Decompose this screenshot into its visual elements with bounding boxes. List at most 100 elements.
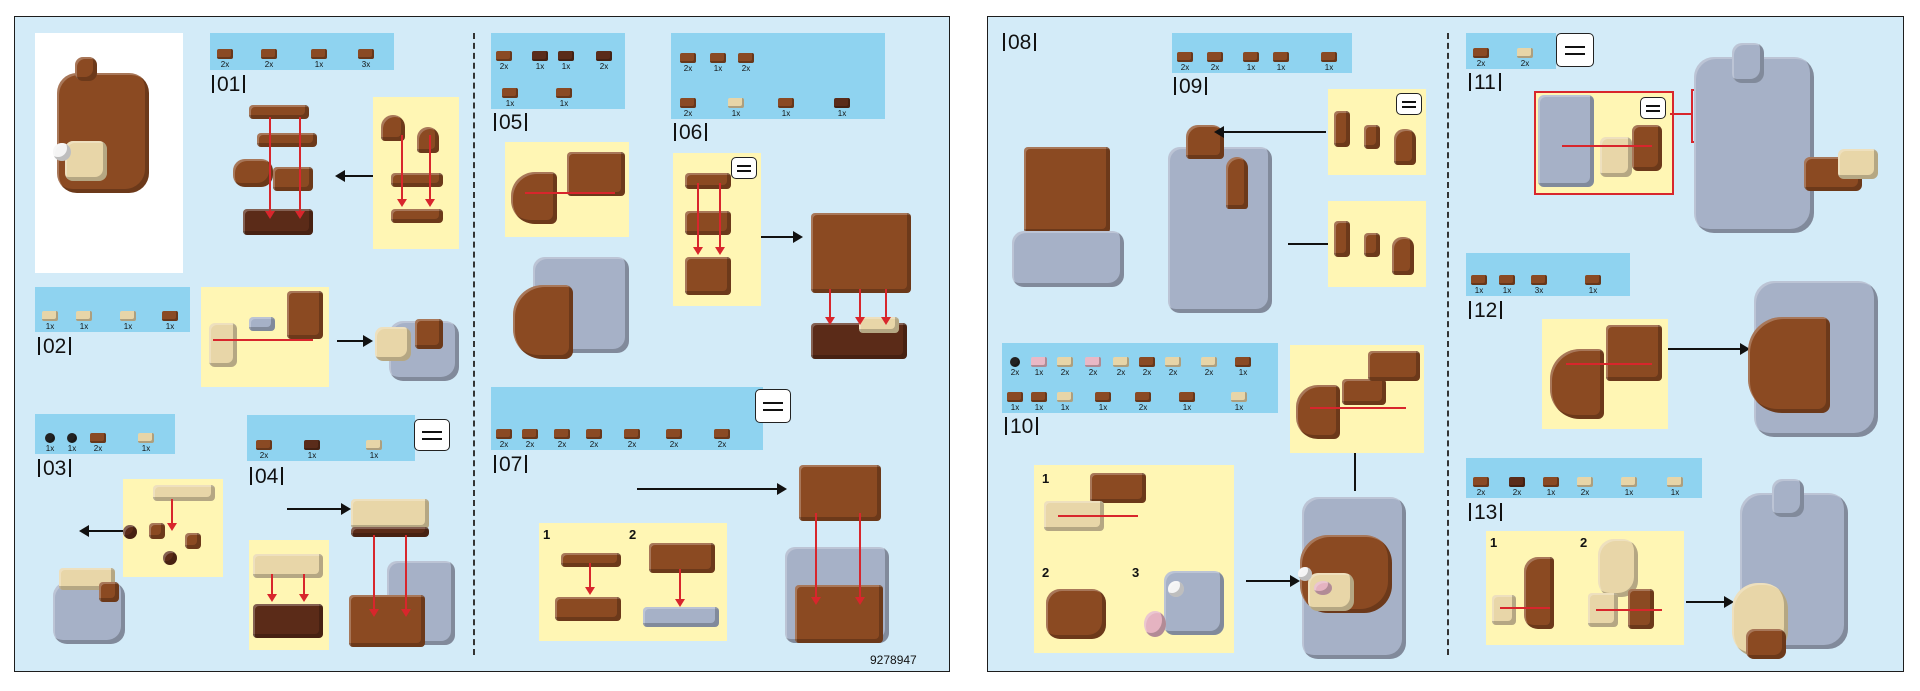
- step-number-10: 10: [1002, 415, 1041, 439]
- part-qty: 1x: [45, 444, 55, 453]
- flow-arrow: [1686, 596, 1734, 608]
- step-number-02: 02: [35, 335, 74, 359]
- part-qty: 1x: [1324, 63, 1334, 72]
- step-10-result: [1294, 477, 1414, 671]
- parts-callout-step-10: 2x 1x 2x 2x 2x 2x 2x 2x 1x 1x 1x 1x 1x 2…: [1002, 343, 1278, 413]
- part-qty: 1x: [1098, 403, 1108, 412]
- part-qty: 2x: [1142, 368, 1152, 377]
- subassembly-panel-step-10-front: [1290, 345, 1424, 453]
- part-qty: 3x: [1534, 286, 1544, 295]
- part-qty: 1x: [1060, 403, 1070, 412]
- part-qty: 1x: [561, 62, 571, 71]
- part-qty: 1x: [1474, 286, 1484, 295]
- rotate-model-icon: [1396, 93, 1422, 115]
- part-qty: 1x: [79, 322, 89, 331]
- part-qty: 1x: [307, 451, 317, 460]
- part-qty: 3x: [361, 60, 371, 69]
- subassembly-panel-step-03: [123, 479, 223, 577]
- flow-arrow: [1668, 343, 1750, 355]
- rotate-model-icon: [1640, 97, 1666, 119]
- part-qty: 1x: [1034, 368, 1044, 377]
- step-number-04: 04: [247, 465, 286, 489]
- part-qty: 2x: [1116, 368, 1126, 377]
- step-11-result: [1688, 37, 1888, 237]
- step-08-result: [1168, 121, 1278, 317]
- part-qty: 2x: [1168, 368, 1178, 377]
- subassembly-panel-step-12: [1542, 319, 1668, 429]
- part-qty: 2x: [589, 440, 599, 449]
- part-qty: 2x: [220, 60, 230, 69]
- step-06-result: [805, 199, 923, 369]
- part-qty: 2x: [557, 440, 567, 449]
- parts-callout-step-02: 1x 1x 1x 1x: [35, 287, 190, 332]
- part-qty: 1x: [559, 99, 569, 108]
- part-qty: 2x: [1010, 368, 1020, 377]
- parts-callout-step-12: 1x 1x 3x 1x: [1466, 253, 1630, 296]
- part-qty: 1x: [1010, 403, 1020, 412]
- step-number-13: 13: [1466, 501, 1505, 525]
- parts-callout-step-06: 2x 1x 2x 2x 1x 1x 1x: [671, 33, 885, 119]
- rotate-model-icon: [755, 389, 791, 423]
- parts-callout-step-04: 2x 1x 1x: [247, 415, 415, 461]
- flow-arrow: [79, 525, 123, 537]
- subassembly-panel-step-05: [505, 142, 629, 237]
- instruction-page-right: 08 2x 2x 1x 1x 1x 09 2x 1x 2x 2x 2x 2x 2…: [987, 16, 1904, 672]
- part-qty: 1x: [165, 322, 175, 331]
- part-qty: 2x: [1210, 63, 1220, 72]
- step-number-07: 07: [491, 453, 530, 477]
- parts-callout-step-03: 1x 1x 2x 1x: [35, 414, 175, 454]
- substep-label: 3: [1132, 565, 1140, 580]
- part-qty: 2x: [683, 64, 693, 73]
- part-qty: 2x: [717, 440, 727, 449]
- part-qty: 1x: [369, 451, 379, 460]
- subassembly-panel-step-09b: [1328, 201, 1426, 287]
- step-13-result: [1730, 479, 1880, 665]
- step-08-model-reference: [1012, 133, 1126, 293]
- part-qty: 1x: [314, 60, 324, 69]
- part-qty: 2x: [627, 440, 637, 449]
- parts-callout-step-09: 2x 2x 1x 1x 1x: [1172, 33, 1352, 73]
- flow-arrow: [337, 335, 373, 347]
- finished-model-preview: [35, 33, 183, 273]
- part-qty: 1x: [1624, 488, 1634, 497]
- step-number-03: 03: [35, 457, 74, 481]
- substep-label: 1: [1042, 471, 1050, 486]
- part-qty: 1x: [505, 99, 515, 108]
- part-qty: 1x: [1182, 403, 1192, 412]
- chipmunk-eye: [53, 143, 71, 161]
- part-qty: 2x: [1580, 488, 1590, 497]
- parts-callout-step-13: 2x 2x 1x 2x 1x 1x: [1466, 458, 1702, 498]
- part-qty: 2x: [1512, 488, 1522, 497]
- part-qty: 2x: [499, 440, 509, 449]
- substep-label: 2: [1042, 565, 1050, 580]
- column-divider: [1447, 33, 1449, 655]
- chipmunk-muzzle: [65, 141, 107, 181]
- step-04-result: [345, 487, 463, 652]
- part-qty: 1x: [1246, 63, 1256, 72]
- part-qty: 1x: [1276, 63, 1286, 72]
- part-qty: 2x: [1476, 488, 1486, 497]
- part-qty: 1x: [781, 109, 791, 118]
- flow-arrow: [1214, 126, 1326, 138]
- subassembly-panel-step-06: [673, 153, 761, 306]
- part-qty: 1x: [837, 109, 847, 118]
- step-number-01: 01: [209, 73, 248, 97]
- substep-label: 2: [1580, 535, 1588, 550]
- substep-label: 2: [629, 527, 637, 542]
- part-qty: 2x: [264, 60, 274, 69]
- part-qty: 1x: [1502, 286, 1512, 295]
- part-qty: 2x: [1476, 59, 1486, 68]
- rotate-model-icon: [731, 157, 757, 179]
- step-number-08: 08: [1000, 31, 1039, 55]
- part-qty: 1x: [67, 444, 77, 453]
- column-divider: [473, 33, 475, 655]
- part-qty: 2x: [93, 444, 103, 453]
- part-qty: 1x: [123, 322, 133, 331]
- part-qty: 1x: [535, 62, 545, 71]
- step-05-result: [511, 253, 635, 363]
- subassembly-panel-step-02: [201, 287, 329, 387]
- part-qty: 1x: [713, 64, 723, 73]
- instruction-page-left: 2x 2x 1x 3x 01 1x 1x 1x 1x 02: [14, 16, 950, 672]
- rotate-model-icon: [1556, 33, 1594, 67]
- part-qty: 2x: [499, 62, 509, 71]
